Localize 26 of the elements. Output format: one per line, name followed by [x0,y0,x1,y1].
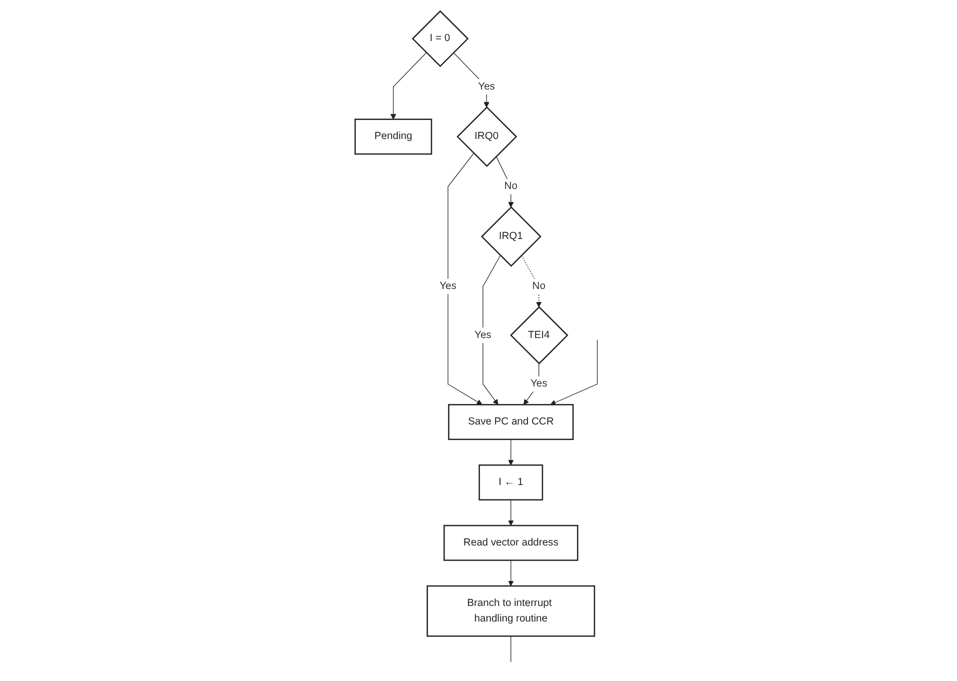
node-diamond: IRQ0 [456,106,518,166]
edge-label: Yes [478,80,495,92]
arrow [448,152,482,404]
arrow [521,254,542,307]
arrow [508,438,514,465]
connector [510,635,512,662]
arrow [508,559,514,586]
node-diamond: TEI4 [510,306,568,364]
node-diamond: I = 0 [412,10,469,67]
arrow [390,52,427,120]
arrow [550,338,598,405]
arrow [523,362,540,404]
edge-label: Yes [474,329,492,340]
node-diamond: IRQ1 [480,206,542,266]
node-box: Read vector address [444,524,578,560]
edge-label: Yes [530,378,548,389]
node-box: Pending [354,118,432,154]
node-box: Save PC and CCR [448,404,574,440]
arrow [453,52,490,108]
edge-label: Yes [440,280,456,292]
node-box: I ← 1 [478,464,544,500]
edge-label: No [532,280,546,292]
arrow [482,254,501,404]
node-box: Branch to interrupt handling routine [426,584,596,636]
arrow [508,499,514,526]
edge-label: No [504,180,518,192]
